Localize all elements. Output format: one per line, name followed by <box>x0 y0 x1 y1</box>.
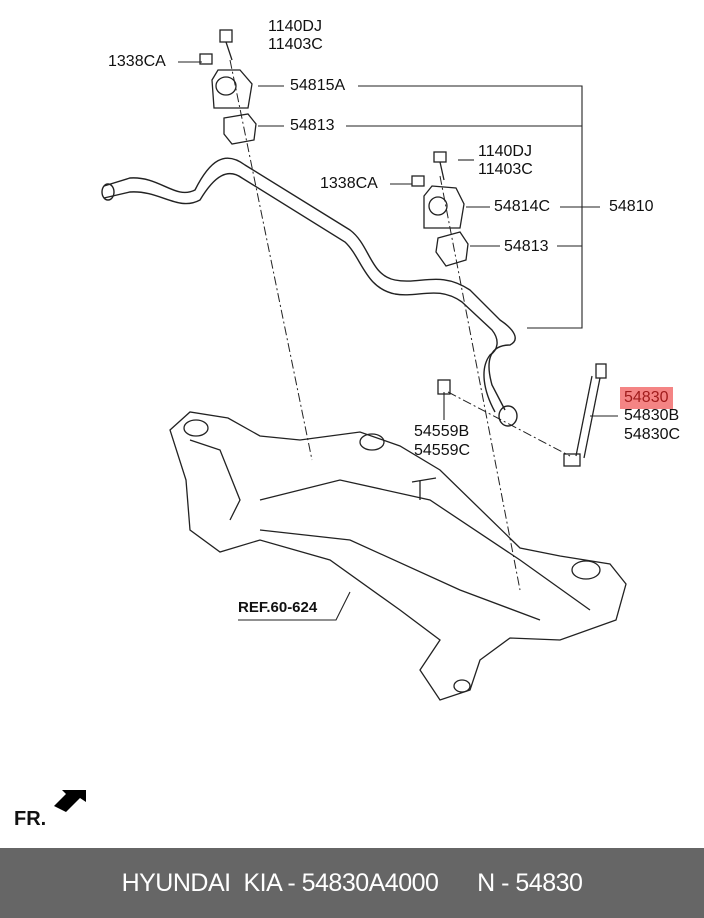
fasteners <box>199 29 451 395</box>
label-54559B[interactable]: 54559B <box>414 423 470 440</box>
label-54814C[interactable]: 54814C <box>494 198 551 215</box>
subframe <box>169 411 627 701</box>
footer-code: N - 54830 <box>477 868 583 897</box>
footer-bar: HYUNDAI KIA - 54830A4000 N - 54830 <box>0 848 704 918</box>
label-54815A[interactable]: 54815A <box>290 77 346 94</box>
stabilizer-link <box>563 363 607 467</box>
label-54830B[interactable]: 54830B <box>624 407 680 424</box>
label-1140DJ-right[interactable]: 1140DJ <box>478 143 532 160</box>
leader-lines <box>178 61 618 621</box>
label-11403C-top[interactable]: 11403C <box>268 36 323 53</box>
label-ref-60-624[interactable]: REF.60-624 <box>238 599 318 616</box>
label-front: FR. <box>14 808 47 830</box>
exploded-view-drawing <box>54 29 627 812</box>
label-54559C[interactable]: 54559C <box>414 442 471 459</box>
label-54830-highlighted[interactable]: 54830 <box>620 387 673 409</box>
front-arrow-icon <box>54 790 86 812</box>
label-1338CA-left[interactable]: 1338CA <box>108 53 166 70</box>
label-1338CA-right[interactable]: 1338CA <box>320 175 378 192</box>
stabilizer-bar <box>101 157 518 427</box>
label-54810[interactable]: 54810 <box>609 198 654 215</box>
label-54830C[interactable]: 54830C <box>624 426 681 443</box>
label-1140DJ-top[interactable]: 1140DJ <box>268 18 322 35</box>
footer-spacer <box>438 869 477 898</box>
label-54813-right[interactable]: 54813 <box>504 238 549 255</box>
footer-part-number: HYUNDAI KIA - 54830A4000 <box>121 868 439 897</box>
label-54813-left[interactable]: 54813 <box>290 117 335 134</box>
bushings <box>211 69 469 267</box>
label-11403C-right[interactable]: 11403C <box>478 161 533 178</box>
